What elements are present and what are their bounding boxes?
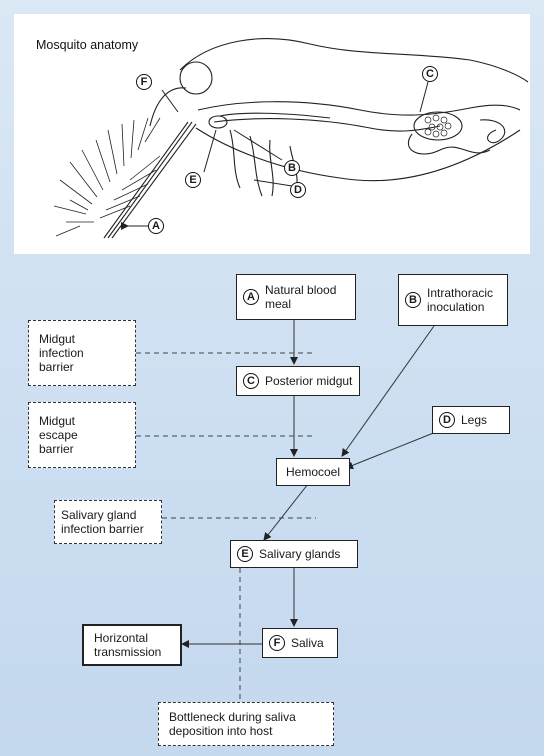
marker-a: A — [243, 289, 259, 305]
salivary-glands-text: Salivary glands — [259, 547, 340, 561]
mosquito-drawing — [54, 39, 528, 238]
bottleneck-text: Bottleneck during saliva deposition into… — [169, 710, 296, 738]
posterior-midgut-text: Posterior midgut — [265, 374, 352, 388]
anatomy-leaders — [128, 82, 428, 226]
horizontal-transmission-text: Horizontal transmission — [94, 631, 161, 659]
legs-text: Legs — [461, 413, 487, 427]
posterior-midgut-box: C Posterior midgut — [236, 366, 360, 396]
anatomy-label-c: C — [422, 66, 438, 82]
legs-box: D Legs — [432, 406, 510, 434]
anatomy-label-d: D — [290, 182, 306, 198]
marker-f: F — [269, 635, 285, 651]
anatomy-label-e: E — [185, 172, 201, 188]
midgut-infection-barrier-box: Midgut infection barrier — [28, 320, 136, 386]
midgut-infection-barrier-text: Midgut infection barrier — [39, 332, 84, 374]
saliva-text: Saliva — [291, 636, 324, 650]
salivary-gland-infection-barrier-box: Salivary gland infection barrier — [54, 500, 162, 544]
saliva-box: F Saliva — [262, 628, 338, 658]
marker-c: C — [243, 373, 259, 389]
natural-blood-meal-text: Natural blood meal — [265, 283, 336, 311]
marker-b: B — [405, 292, 421, 308]
horizontal-transmission-box: Horizontal transmission — [82, 624, 182, 666]
intrathoracic-inoculation-box: B Intrathoracic inoculation — [398, 274, 508, 326]
bottleneck-box: Bottleneck during saliva deposition into… — [158, 702, 334, 746]
salivary-glands-box: E Salivary glands — [230, 540, 358, 568]
salivary-gland-infection-barrier-text: Salivary gland infection barrier — [61, 508, 144, 536]
anatomy-label-f: F — [136, 74, 152, 90]
midgut-escape-barrier-box: Midgut escape barrier — [28, 402, 136, 468]
anatomy-label-a: A — [148, 218, 164, 234]
natural-blood-meal-box: A Natural blood meal — [236, 274, 356, 320]
hemocoel-box: Hemocoel — [276, 458, 350, 486]
intrathoracic-inoculation-text: Intrathoracic inoculation — [427, 286, 493, 314]
midgut-escape-barrier-text: Midgut escape barrier — [39, 414, 78, 456]
marker-e: E — [237, 546, 253, 562]
marker-d: D — [439, 412, 455, 428]
hemocoel-text: Hemocoel — [286, 465, 340, 479]
anatomy-label-b: B — [284, 160, 300, 176]
